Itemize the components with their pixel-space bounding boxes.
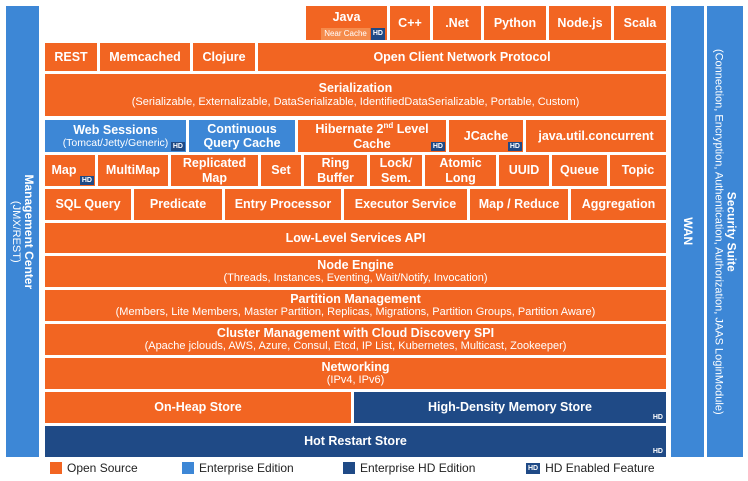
aggregation-block: Aggregation [571, 189, 666, 220]
open-source-swatch [50, 462, 62, 474]
networking-block: Networking (IPv4, IPv6) [45, 358, 666, 389]
entry-processor-block: Entry Processor [225, 189, 341, 220]
clojure-block: Clojure [193, 43, 255, 71]
atomic-long-block: Atomic Long [425, 155, 496, 186]
wan-panel: WAN [671, 6, 704, 457]
cluster-management-block: Cluster Management with Cloud Discovery … [45, 324, 666, 355]
enterprise-swatch [182, 462, 194, 474]
python-client-block: Python [484, 6, 546, 40]
partition-management-block: Partition Management (Members, Lite Memb… [45, 290, 666, 321]
uuid-block: UUID [499, 155, 549, 186]
set-block: Set [261, 155, 301, 186]
legend-hd-feature: HD HD Enabled Feature [526, 461, 655, 475]
management-center-panel: Management Center (JMX/REST) [6, 6, 39, 457]
hd-badge: HD [430, 142, 445, 151]
serialization-detail: (Serializable, Externalizable, DataSeria… [131, 95, 580, 108]
legend: Open Source Enterprise Edition Enterpris… [0, 459, 748, 477]
management-center-label: Management Center (JMX/REST) [9, 174, 37, 289]
hibernate-cache-block: Hibernate 2nd Level Cache HD [298, 120, 446, 152]
lock-sem-block: Lock/ Sem. [370, 155, 422, 186]
map-reduce-block: Map / Reduce [470, 189, 568, 220]
java-client-label: Java [332, 10, 361, 24]
rest-block: REST [45, 43, 97, 71]
low-level-services-block: Low-Level Services API [45, 223, 666, 253]
node-engine-block: Node Engine (Threads, Instances, Eventin… [45, 256, 666, 287]
continuous-query-cache-block: Continuous Query Cache [189, 120, 295, 152]
multimap-block: MultiMap [98, 155, 168, 186]
scala-client-block: Scala [614, 6, 666, 40]
hd-badge: HD [526, 462, 541, 474]
wan-label: WAN [680, 217, 695, 246]
hd-badge: HD [507, 142, 522, 151]
hd-badge: HD [652, 414, 663, 421]
java-client-block: Java Near Cache HD [306, 6, 387, 40]
near-cache-label: Near Cache [321, 28, 370, 40]
legend-enterprise: Enterprise Edition [182, 459, 294, 477]
cpp-client-block: C++ [390, 6, 430, 40]
open-client-protocol-block: Open Client Network Protocol [258, 43, 666, 71]
web-sessions-block: Web Sessions (Tomcat/Jetty/Generic) HD [45, 120, 186, 152]
predicate-block: Predicate [134, 189, 222, 220]
java-util-concurrent-block: java.util.concurrent [526, 120, 666, 152]
hd-badge: HD [370, 28, 385, 40]
serialization-block: Serialization (Serializable, Externaliza… [45, 74, 666, 116]
nodejs-client-block: Node.js [549, 6, 611, 40]
queue-block: Queue [552, 155, 607, 186]
hd-badge: HD [170, 142, 185, 151]
enterprise-hd-swatch [343, 462, 355, 474]
hd-badge: HD [652, 448, 663, 455]
jcache-block: JCache HD [449, 120, 523, 152]
legend-open-source: Open Source [50, 459, 138, 477]
dotnet-client-block: .Net [433, 6, 481, 40]
security-suite-panel: Security Suite (Connection, Encryption, … [707, 6, 743, 457]
replicated-map-block: Replicated Map [171, 155, 258, 186]
executor-service-block: Executor Service [344, 189, 467, 220]
legend-enterprise-hd: Enterprise HD Edition [343, 459, 475, 477]
hot-restart-store-block: Hot Restart Store HD [45, 426, 666, 457]
serialization-title: Serialization [318, 81, 393, 96]
security-suite-label: Security Suite (Connection, Encryption, … [712, 48, 739, 415]
ring-buffer-block: Ring Buffer [304, 155, 367, 186]
hibernate-cache-label: Hibernate 2nd Level Cache [315, 121, 429, 151]
on-heap-store-block: On-Heap Store [45, 392, 351, 423]
sql-query-block: SQL Query [45, 189, 131, 220]
map-block: Map HD [45, 155, 95, 186]
near-cache-strip: Near Cache HD [306, 28, 387, 40]
high-density-memory-store-block: High-Density Memory Store HD [354, 392, 666, 423]
hd-badge: HD [79, 176, 94, 185]
memcached-block: Memcached [100, 43, 190, 71]
topic-block: Topic [610, 155, 666, 186]
